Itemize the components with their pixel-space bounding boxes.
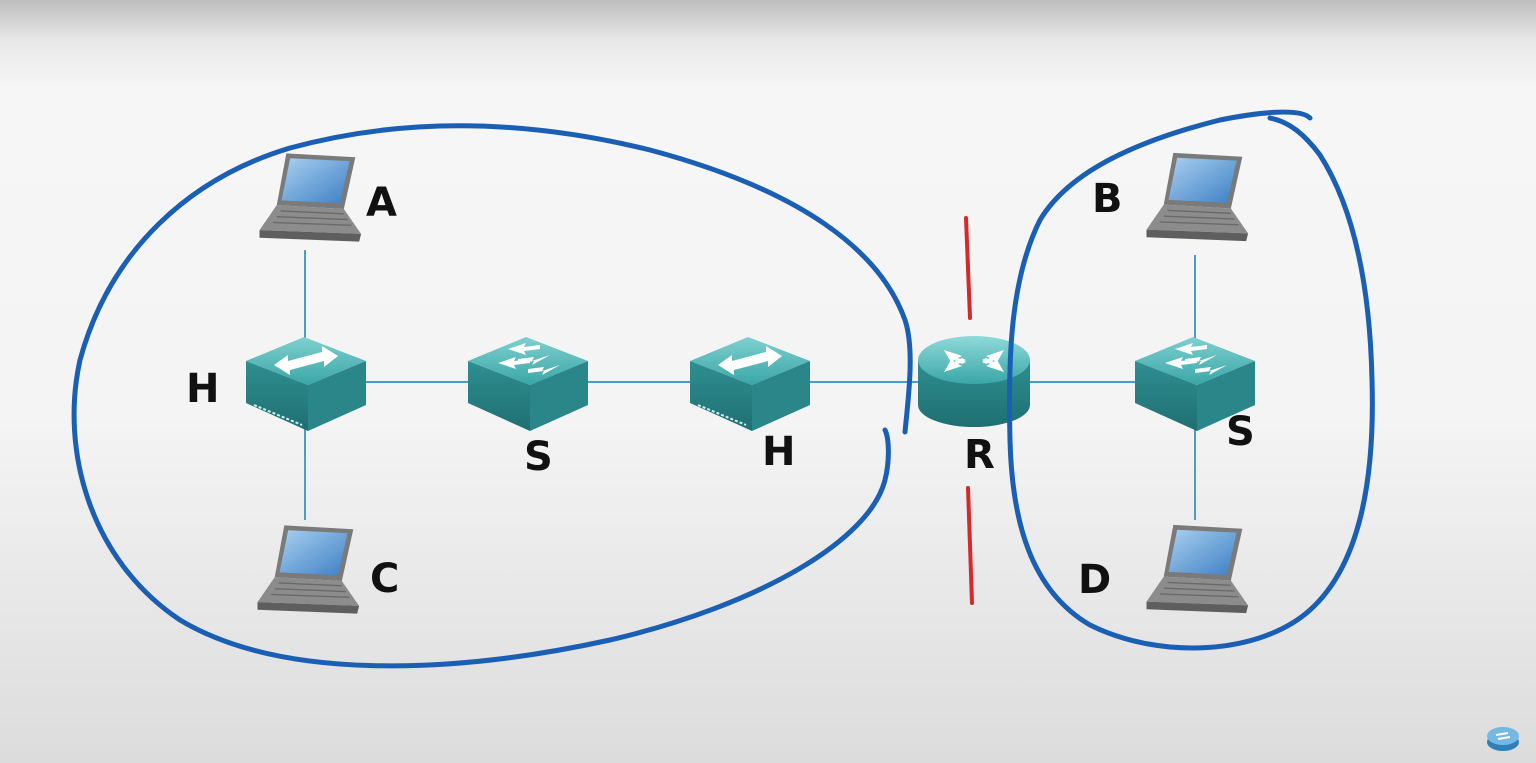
label-hub-left: H <box>186 366 219 412</box>
router-icon <box>918 336 1030 427</box>
logo-icon <box>1487 727 1519 751</box>
label-b: B <box>1092 176 1123 222</box>
laptop-b-icon <box>1145 152 1249 242</box>
label-d: D <box>1078 557 1111 603</box>
laptop-a-icon <box>258 152 362 243</box>
label-switch-mid: S <box>524 434 553 480</box>
hub-left-icon <box>246 336 366 432</box>
collision-domain-left-outline <box>71 123 913 669</box>
laptop-c-icon <box>256 524 360 615</box>
broadcast-domain-right-outline <box>1006 109 1375 651</box>
network-links <box>304 250 1196 520</box>
label-switch-right: S <box>1226 409 1255 455</box>
laptop-d-icon <box>1145 524 1249 614</box>
label-router: R <box>964 432 995 478</box>
label-hub-right: H <box>762 429 795 475</box>
label-a: A <box>366 180 397 226</box>
hub-right-icon <box>690 336 810 432</box>
label-c: C <box>370 556 399 602</box>
broadcast-cut-lower <box>966 486 974 605</box>
switch-mid-icon <box>468 337 588 431</box>
broadcast-cut-upper <box>964 216 972 320</box>
